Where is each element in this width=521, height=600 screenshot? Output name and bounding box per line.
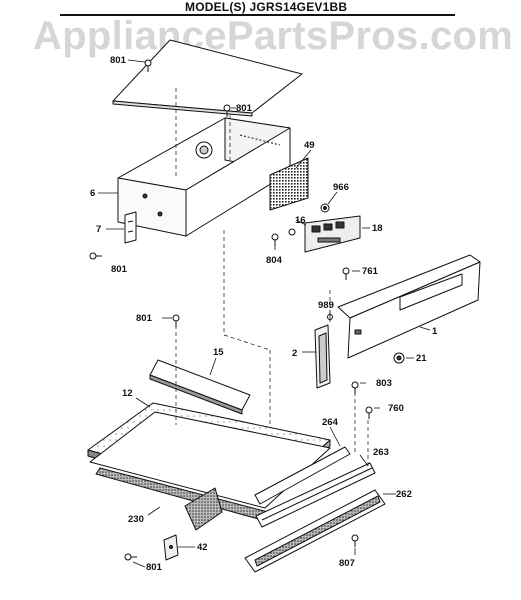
screw-icon xyxy=(89,252,102,260)
callout-262: 262 xyxy=(396,489,412,500)
bracket-part xyxy=(124,211,137,244)
callout-966: 966 xyxy=(333,182,349,193)
base-insulation xyxy=(89,411,331,531)
screws xyxy=(89,59,373,561)
callout-18: 18 xyxy=(372,223,383,234)
screw-icon xyxy=(351,534,359,547)
control-panel xyxy=(337,254,481,359)
control-board xyxy=(288,215,361,253)
callout-264: 264 xyxy=(322,417,339,428)
nut-part xyxy=(393,352,405,364)
callout-803: 803 xyxy=(376,378,392,389)
callout-21: 21 xyxy=(416,353,427,364)
vent-mesh xyxy=(269,157,309,211)
callout-49: 49 xyxy=(304,140,315,151)
model-title: MODEL(S) JGRS14GEV1BB xyxy=(185,0,348,14)
callout-801: 801 xyxy=(111,264,128,275)
callout-801: 801 xyxy=(236,103,253,114)
screw-icon xyxy=(342,267,350,280)
leader-lines xyxy=(98,59,431,568)
callout-801: 801 xyxy=(146,562,163,573)
callout-807: 807 xyxy=(339,558,355,569)
callout-labels: 801 801 49 966 6 7 16 18 801 804 761 989… xyxy=(90,55,438,573)
watermark: AppliancePartsPros.com xyxy=(33,14,514,58)
callout-760: 760 xyxy=(388,403,404,414)
upper-housing xyxy=(117,117,291,237)
screw-icon xyxy=(365,406,373,419)
screw-icon xyxy=(351,381,359,394)
knob-part xyxy=(320,203,330,213)
callout-7: 7 xyxy=(96,224,101,235)
callout-6: 6 xyxy=(90,188,95,199)
front-rail-262 xyxy=(244,489,386,573)
callout-16: 16 xyxy=(295,215,306,226)
crossbar-bracket xyxy=(149,359,251,415)
callout-15: 15 xyxy=(213,347,224,358)
callout-230: 230 xyxy=(128,514,144,525)
screw-icon xyxy=(124,553,137,561)
callout-42: 42 xyxy=(197,542,208,553)
screw-icon xyxy=(223,104,231,117)
callout-12: 12 xyxy=(122,388,133,399)
top-cover-panel xyxy=(112,39,303,117)
screw-icon xyxy=(172,314,180,327)
trim-piece xyxy=(314,324,331,389)
front-rail-264 xyxy=(254,446,351,505)
front-rail-263 xyxy=(255,462,376,528)
callout-801: 801 xyxy=(136,313,153,324)
header-rule xyxy=(60,14,455,16)
assembly-guide-lines xyxy=(175,88,369,470)
callout-989: 989 xyxy=(318,300,334,311)
callout-761: 761 xyxy=(362,266,379,277)
callout-1: 1 xyxy=(432,326,438,337)
model-header: MODEL(S) JGRS14GEV1BB xyxy=(0,0,521,16)
callout-804: 804 xyxy=(266,255,283,266)
screw-icon xyxy=(144,59,152,72)
callout-2: 2 xyxy=(292,348,297,359)
side-bracket xyxy=(163,534,179,561)
callout-801: 801 xyxy=(110,55,127,66)
callout-263: 263 xyxy=(373,447,389,458)
